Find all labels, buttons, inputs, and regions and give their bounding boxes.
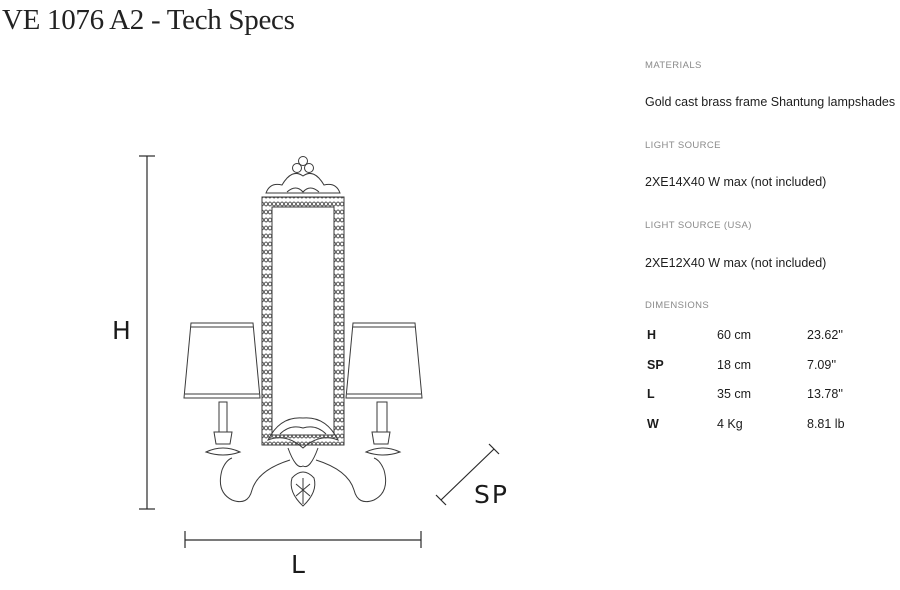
projection-label: SP bbox=[474, 480, 509, 509]
light-source-usa-heading: LIGHT SOURCE (USA) bbox=[645, 220, 752, 231]
dimensions-heading: DIMENSIONS bbox=[645, 300, 710, 311]
height-dimension-line bbox=[139, 155, 155, 510]
table-row: L 35 cm 13.78'' bbox=[645, 383, 895, 413]
dimensions-table: H 60 cm 23.62'' SP 18 cm 7.09'' L 35 cm … bbox=[645, 324, 895, 442]
wall-sconce-drawing bbox=[139, 155, 500, 548]
dimension-imperial: 7.09'' bbox=[807, 357, 837, 372]
light-source-heading: LIGHT SOURCE bbox=[645, 140, 721, 151]
dimension-imperial: 8.81 lb bbox=[807, 416, 845, 431]
length-label: L bbox=[291, 550, 305, 579]
light-source-value: 2XE14X40 W max (not included) bbox=[645, 175, 827, 189]
dimension-key: H bbox=[647, 328, 657, 342]
light-source-usa-value: 2XE12X40 W max (not included) bbox=[645, 256, 827, 270]
projection-dimension-line bbox=[435, 443, 500, 506]
dimension-imperial: 23.62'' bbox=[807, 328, 844, 342]
dimension-imperial: 13.78'' bbox=[807, 387, 844, 401]
dimension-metric: 18 cm bbox=[717, 357, 752, 372]
table-row: W 4 Kg 8.81 lb bbox=[645, 413, 895, 443]
length-dimension-line bbox=[184, 531, 422, 548]
height-label: H bbox=[112, 316, 131, 345]
table-row: SP 18 cm 7.09'' bbox=[645, 354, 895, 384]
dimension-metric: 60 cm bbox=[717, 328, 752, 342]
page-title: VE 1076 A2 - Tech Specs bbox=[2, 4, 295, 36]
sconce-outline bbox=[183, 156, 423, 507]
dimension-metric: 35 cm bbox=[717, 387, 752, 401]
dimension-key: W bbox=[647, 416, 659, 431]
dimension-key: L bbox=[647, 387, 655, 401]
materials-heading: MATERIALS bbox=[645, 60, 702, 71]
dimension-key: SP bbox=[647, 357, 664, 372]
dimension-metric: 4 Kg bbox=[717, 416, 743, 431]
table-row: H 60 cm 23.62'' bbox=[645, 324, 895, 354]
materials-value: Gold cast brass frame Shantung lampshade… bbox=[645, 95, 896, 109]
